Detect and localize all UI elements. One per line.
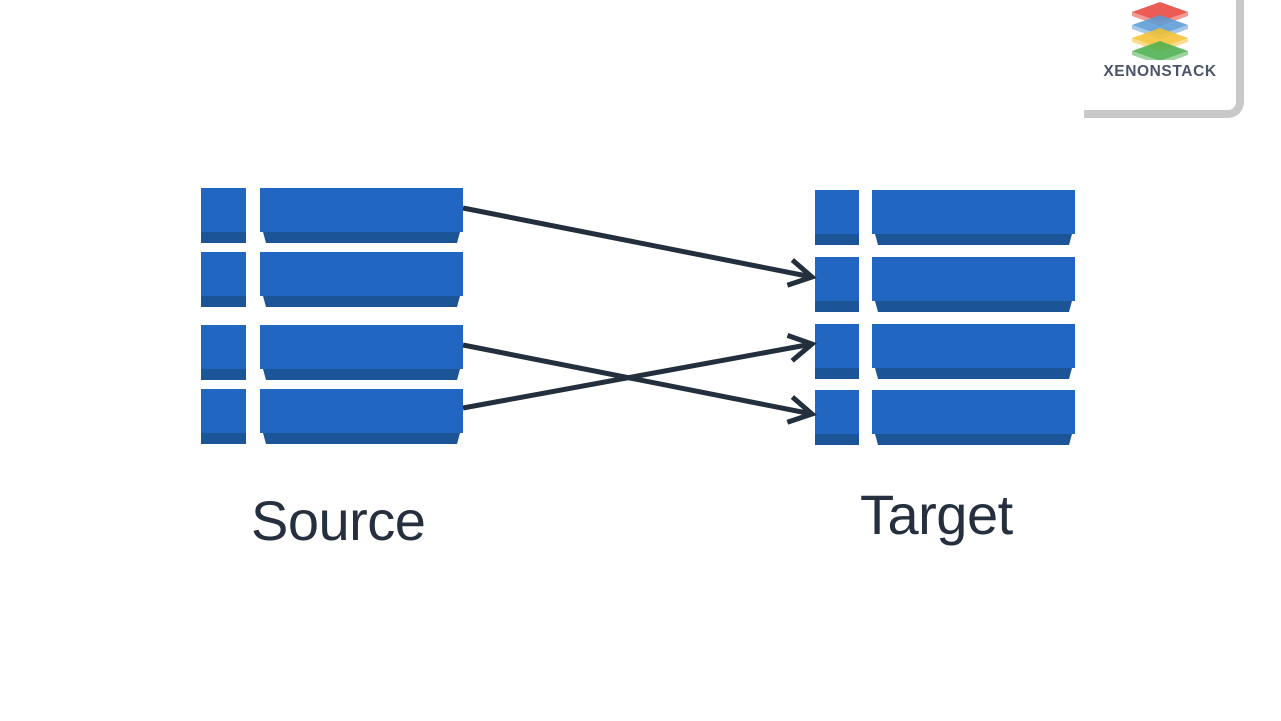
target-icon-block-4-base [815,434,859,445]
source-icon-block-2[interactable] [201,252,246,307]
target-label: Target [860,483,1013,546]
target-bar-block-2-face [872,257,1075,301]
source-bar-block-2-face [260,252,463,296]
target-bar-block-4-base [875,434,1072,445]
source-bar-block-2-base [263,296,460,307]
source-icon-block-2-base [201,296,246,307]
target-icon-block-3-base [815,368,859,379]
target-bar-block-1[interactable] [872,190,1075,234]
brand-wordmark: XENONSTACK [1103,63,1217,80]
target-bar-block-3[interactable] [872,324,1075,368]
layer-green-edge [1132,51,1188,60]
target-bar-block-3-face [872,324,1075,368]
target-icon-block-3-face [815,324,859,368]
source-bar-block-3[interactable] [260,325,463,369]
source-icon-block-3-base [201,369,246,380]
source-icon-block-4-base [201,433,246,444]
source-bar-block-3-base [263,369,460,380]
xenonstack-stack-icon [1132,2,1188,60]
target-icon-block-2-face [815,257,859,301]
target-icon-block-4[interactable] [815,390,859,445]
source-icon-block-3[interactable] [201,325,246,380]
target-icon-block-2-base [815,301,859,312]
source-bar-block-1[interactable] [260,188,463,232]
source-bar-block-4-base [263,433,460,444]
arrow-source3-to-target4-head [786,395,817,425]
target-bar-block-2[interactable] [872,257,1075,301]
target-icon-block-3[interactable] [815,324,859,379]
brand-logo-card[interactable]: XENONSTACK [1084,0,1236,110]
source-bar-block-1-base [263,232,460,243]
source-bar-block-1-face [260,188,463,232]
source-icon-block-4-face [201,389,246,433]
target-bar-block-2-base [875,301,1072,312]
source-bar-block-4[interactable] [260,389,463,433]
layer-green [1132,41,1188,60]
target-bar-block-1-base [875,234,1072,245]
target-bar-block-1-face [872,190,1075,234]
source-icon-block-3-face [201,325,246,369]
target-icon-block-1-face [815,190,859,234]
source-bar-block-4-face [260,389,463,433]
source-icon-block-1[interactable] [201,188,246,243]
target-bar-block-3-base [875,368,1072,379]
arrow-source4-to-target3-head [786,333,817,363]
source-icon-block-4[interactable] [201,389,246,444]
target-icon-block-1[interactable] [815,190,859,245]
arrow-source4-to-target3 [462,333,817,411]
arrow-source3-to-target4 [462,342,817,425]
source-bar-block-2[interactable] [260,252,463,296]
target-icon-block-4-face [815,390,859,434]
arrow-source1-to-target2 [462,205,817,288]
target-bar-block-4[interactable] [872,390,1075,434]
target-bar-block-4-face [872,390,1075,434]
source-bar-block-3-face [260,325,463,369]
target-icon-block-2[interactable] [815,257,859,312]
target-icon-block-1-base [815,234,859,245]
logo-card-shadow [1084,0,1244,118]
source-label: Source [251,489,426,552]
source-icon-block-1-base [201,232,246,243]
source-icon-block-2-face [201,252,246,296]
source-icon-block-1-face [201,188,246,232]
arrow-source1-to-target2-head [786,258,817,288]
